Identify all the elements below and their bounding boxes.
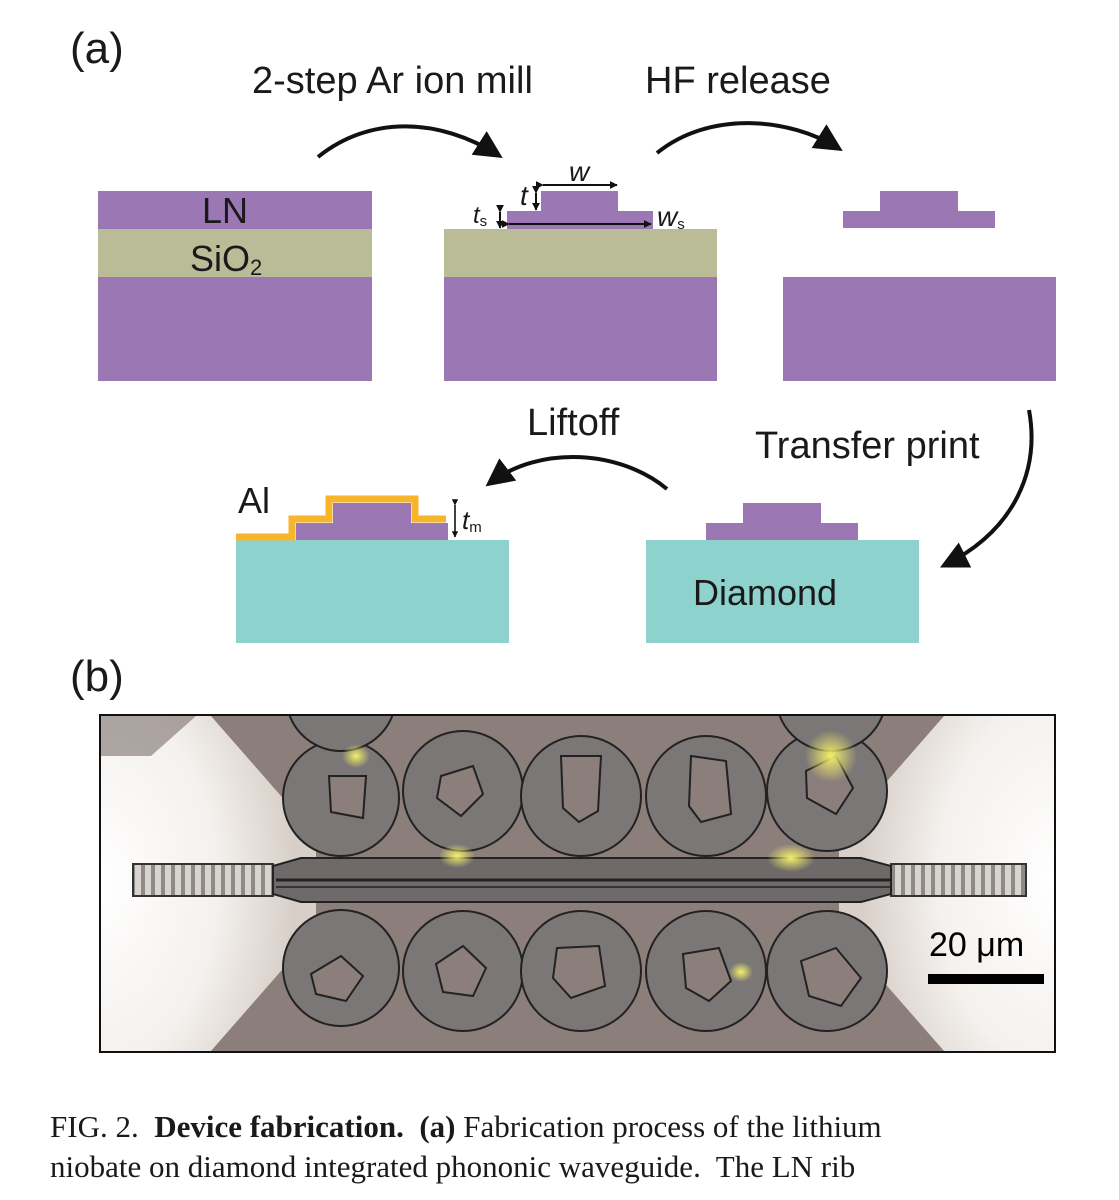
released-rib-top	[880, 191, 958, 211]
caption-line-1-text: Fabrication process of the lithium	[463, 1109, 882, 1144]
coated-rib-slab	[296, 523, 448, 540]
sio2-main-text: SiO	[190, 238, 251, 279]
right-idt	[890, 863, 1027, 897]
step-transfer-print-label: Transfer print	[755, 425, 980, 467]
arrow-ion-mill	[316, 124, 503, 159]
panel-a-label: (a)	[70, 24, 124, 73]
milled-stack	[444, 181, 717, 381]
tm-sub: m	[469, 519, 482, 536]
caption-title: Device fabrication.	[154, 1109, 404, 1144]
metallized-stack	[236, 495, 509, 643]
rib-top	[541, 191, 618, 211]
left-dark-wedge	[101, 716, 196, 756]
arrow-hf-release	[655, 121, 843, 155]
figure-caption: FIG. 2. Device fabrication. (a) Fabricat…	[50, 1107, 882, 1187]
released-stack	[783, 191, 1056, 381]
panel-b-label: (b)	[70, 652, 124, 701]
al-label: Al	[238, 480, 271, 521]
w-dim-label: w	[569, 156, 590, 187]
step-hf-release-label: HF release	[645, 60, 831, 102]
sio2-subscript: 2	[250, 255, 263, 280]
released-rib-slab	[843, 211, 995, 228]
scale-bar	[928, 974, 1044, 984]
ln-layer-label: LN	[202, 190, 249, 231]
t-dim-label: t	[520, 180, 528, 211]
ln-layer	[98, 191, 372, 229]
caption-line-2: niobate on diamond integrated phononic w…	[50, 1149, 856, 1184]
ln-substrate	[98, 277, 372, 381]
ws-sub: s	[677, 216, 685, 233]
bright-spot	[729, 962, 753, 982]
left-idt	[132, 863, 274, 897]
ts-sub: s	[479, 213, 488, 230]
arrow-liftoff	[485, 454, 669, 491]
ws-main: w	[657, 201, 678, 232]
fabrication-diagram	[98, 121, 1056, 643]
printed-rib-slab	[706, 523, 858, 540]
sio2-layer-2	[444, 229, 717, 277]
caption-prefix: FIG. 2.	[50, 1109, 139, 1144]
scale-bar-label: 20 μm	[929, 926, 1025, 964]
ln-substrate-3	[783, 277, 1056, 381]
caption-part-a: (a)	[419, 1109, 456, 1144]
sio2-layer	[98, 229, 372, 277]
sio2-layer-label: SiO2	[190, 238, 262, 281]
al-coating	[236, 495, 446, 541]
bottom-resonator-holes	[309, 944, 863, 1008]
bright-spot	[767, 844, 815, 872]
bright-spot	[342, 744, 370, 768]
bright-spot	[805, 730, 857, 782]
ts-main: t	[473, 202, 480, 229]
printed-stack	[646, 503, 919, 643]
optical-micrograph: 20 μm	[99, 714, 1056, 1053]
tm-main: t	[462, 505, 470, 535]
rib-slab	[507, 211, 653, 229]
bright-spot	[439, 844, 475, 868]
step-liftoff-label: Liftoff	[527, 402, 620, 444]
arrow-transfer-print	[939, 409, 1034, 568]
ws-dim-label: ws	[657, 201, 685, 233]
ln-substrate-2	[444, 277, 717, 381]
diamond-label: Diamond	[693, 572, 838, 613]
diamond-substrate-2	[236, 540, 509, 643]
ts-dim-label: ts	[473, 202, 487, 230]
caption-line-1: FIG. 2. Device fabrication. (a) Fabricat…	[50, 1107, 882, 1147]
coated-rib-top	[333, 503, 411, 523]
printed-rib-top	[743, 503, 821, 523]
tm-dim-label: tm	[462, 505, 482, 536]
step-ion-mill-label: 2-step Ar ion mill	[252, 60, 533, 102]
micrograph-image	[101, 716, 1054, 1051]
diamond-substrate	[646, 540, 919, 643]
initial-stack	[98, 191, 372, 381]
